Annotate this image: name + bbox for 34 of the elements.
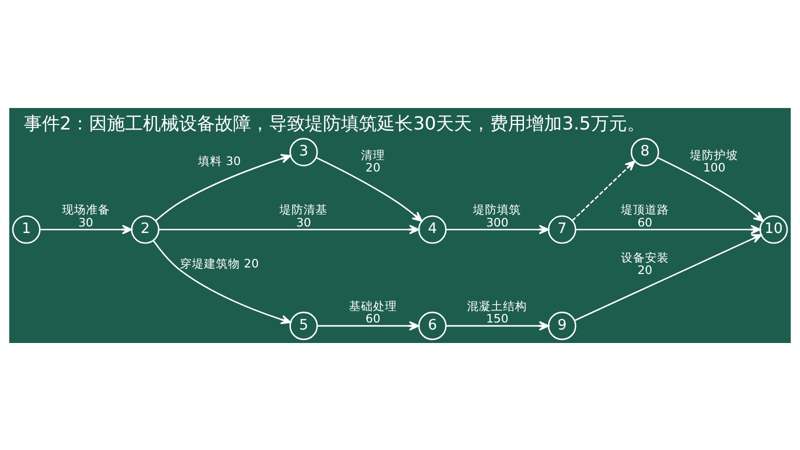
- edge-label: 现场准备 30: [62, 202, 110, 229]
- edge-label: 堤防填筑 300: [473, 202, 522, 229]
- arrow: [446, 224, 550, 234]
- node-circle: 8: [630, 137, 660, 166]
- edge-label: 堤防护坡 100: [690, 147, 738, 174]
- edge-label: 填料 30: [198, 154, 241, 168]
- node-circle: 3: [289, 137, 318, 166]
- arrow: [446, 320, 550, 330]
- edge-label: 清理 20: [360, 147, 385, 174]
- edge-label: 堤顶道路 60: [620, 202, 669, 229]
- edge-label: 穿堤建筑物 20: [180, 256, 259, 270]
- arrow: [572, 160, 636, 221]
- edge-label: 堤防清基 30: [280, 202, 328, 229]
- diagram-title: 事件2：因施工机械设备故障，导致堤防填筑延长30天天，费用增加3.5万元。: [24, 113, 645, 134]
- arrow: [40, 224, 132, 234]
- arrow: [155, 154, 292, 221]
- arrow: [317, 320, 420, 330]
- node-circle: 4: [418, 214, 447, 244]
- edge-label: 基础处理 60: [348, 298, 397, 326]
- node-circle: 2: [130, 214, 160, 244]
- arrow: [316, 156, 422, 222]
- node-circle: 6: [418, 311, 447, 340]
- arrow: [576, 224, 761, 234]
- edge-label: 设备安装 20: [620, 250, 669, 277]
- arrow: [657, 156, 764, 222]
- node-circle: 9: [548, 311, 576, 340]
- node-circle: 1: [12, 214, 41, 244]
- node-circle: 5: [289, 311, 318, 340]
- arrow: [574, 234, 762, 321]
- edge-label: 混凝土结构 150: [467, 298, 528, 326]
- arrow: [158, 224, 420, 234]
- arrow: [152, 240, 292, 324]
- node-circle: 10: [759, 214, 788, 244]
- node-circle: 7: [548, 214, 576, 244]
